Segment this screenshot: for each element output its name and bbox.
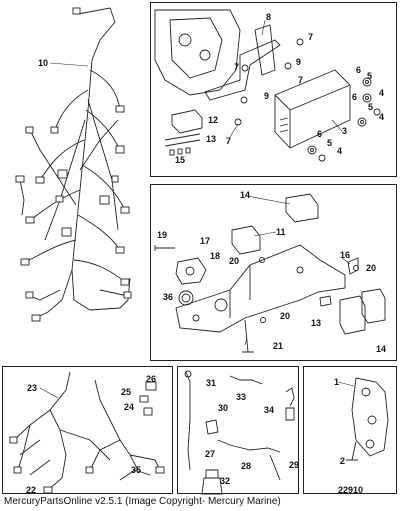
callout-30: 30 [218, 403, 229, 413]
callout-21: 21 [273, 341, 284, 351]
callout-33: 33 [236, 392, 247, 402]
callout-9: 9 [264, 91, 270, 101]
callout-2: 2 [340, 456, 346, 466]
diagram-number: 22910 [338, 485, 364, 495]
callout-16: 16 [340, 250, 351, 260]
callout-10: 10 [38, 58, 49, 68]
callout-20: 20 [280, 311, 291, 321]
callout-25: 25 [121, 387, 132, 397]
sensors-drawing [184, 370, 295, 495]
callout-14: 14 [240, 190, 251, 200]
ecm-drawing [154, 9, 381, 162]
callout-19: 19 [157, 230, 168, 240]
callout-13: 13 [206, 134, 217, 144]
callout-24: 24 [124, 402, 135, 412]
callout-26: 26 [146, 374, 157, 384]
callout-20: 20 [366, 263, 377, 273]
callout-31: 31 [206, 378, 217, 388]
callout-22: 22 [26, 485, 37, 495]
callout-5: 5 [367, 71, 373, 81]
callout-35: 35 [131, 465, 142, 475]
callout-23: 23 [27, 383, 38, 393]
callout-14: 14 [376, 344, 387, 354]
callout-7: 7 [298, 75, 304, 85]
callout-4: 4 [337, 146, 343, 156]
callout-12: 12 [208, 115, 219, 125]
callout-3: 3 [342, 126, 348, 136]
callout-7: 7 [234, 62, 240, 72]
sub-harness-drawing [9, 371, 165, 494]
callout-4: 4 [379, 88, 385, 98]
callout-34: 34 [264, 405, 275, 415]
callout-32: 32 [220, 476, 231, 486]
callout-6: 6 [317, 129, 323, 139]
relay-bracket-drawing [154, 193, 386, 353]
callout-17: 17 [200, 236, 211, 246]
callout-15: 15 [175, 155, 186, 165]
panel-sub-harness [2, 366, 173, 494]
main-harness-drawing [19, 7, 131, 319]
image-caption: MercuryPartsOnline v2.5.1 (Image Copyrig… [4, 496, 281, 507]
callout-7: 7 [226, 136, 232, 146]
callout-11: 11 [276, 227, 286, 237]
callout-28: 28 [241, 461, 252, 471]
callout-5: 5 [327, 138, 333, 148]
callout-5: 5 [368, 102, 374, 112]
callout-6: 6 [352, 92, 358, 102]
callout-1: 1 [334, 377, 340, 387]
callout-6: 6 [356, 65, 362, 75]
callout-7: 7 [308, 32, 314, 42]
callout-8: 8 [266, 12, 272, 22]
callout-36: 36 [163, 292, 174, 302]
callout-4: 4 [379, 112, 385, 122]
callout-13: 13 [311, 318, 322, 328]
callout-20: 20 [229, 256, 240, 266]
panel-ecm [150, 2, 397, 177]
callout-9: 9 [296, 57, 302, 67]
bracket-drawing [346, 377, 389, 461]
callout-18: 18 [210, 251, 221, 261]
callout-27: 27 [205, 449, 216, 459]
callout-29: 29 [289, 460, 300, 470]
panel-sensors [177, 366, 299, 494]
